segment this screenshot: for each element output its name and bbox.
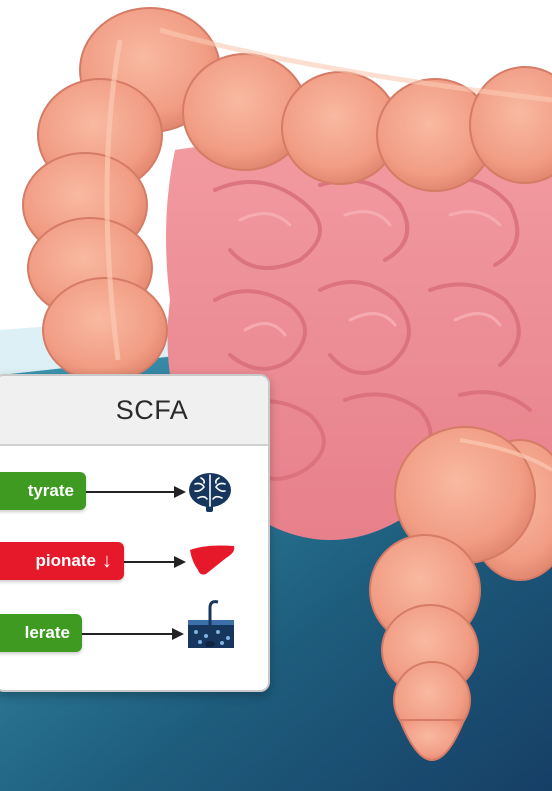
brain-icon (186, 470, 234, 514)
row-arrow-3 (82, 624, 184, 644)
valerate-pill: lerate (0, 614, 82, 652)
ascending-colon (23, 79, 167, 382)
arrow-down-icon: ↓ (102, 550, 112, 573)
butyrate-pill: tyrate (0, 472, 86, 510)
butyrate-label: tyrate (28, 481, 74, 501)
scfa-card: SCFA tyrate pionate ↓ (0, 374, 270, 692)
propionate-pill: pionate ↓ (0, 542, 124, 580)
liver-icon (186, 542, 238, 578)
valerate-label: lerate (25, 623, 70, 643)
card-header: SCFA (0, 376, 268, 446)
row-arrow-1 (86, 482, 186, 502)
card-title: SCFA (76, 395, 189, 426)
row-arrow-2 (124, 552, 186, 572)
propionate-label: pionate (36, 551, 96, 571)
skin-icon (186, 598, 236, 650)
